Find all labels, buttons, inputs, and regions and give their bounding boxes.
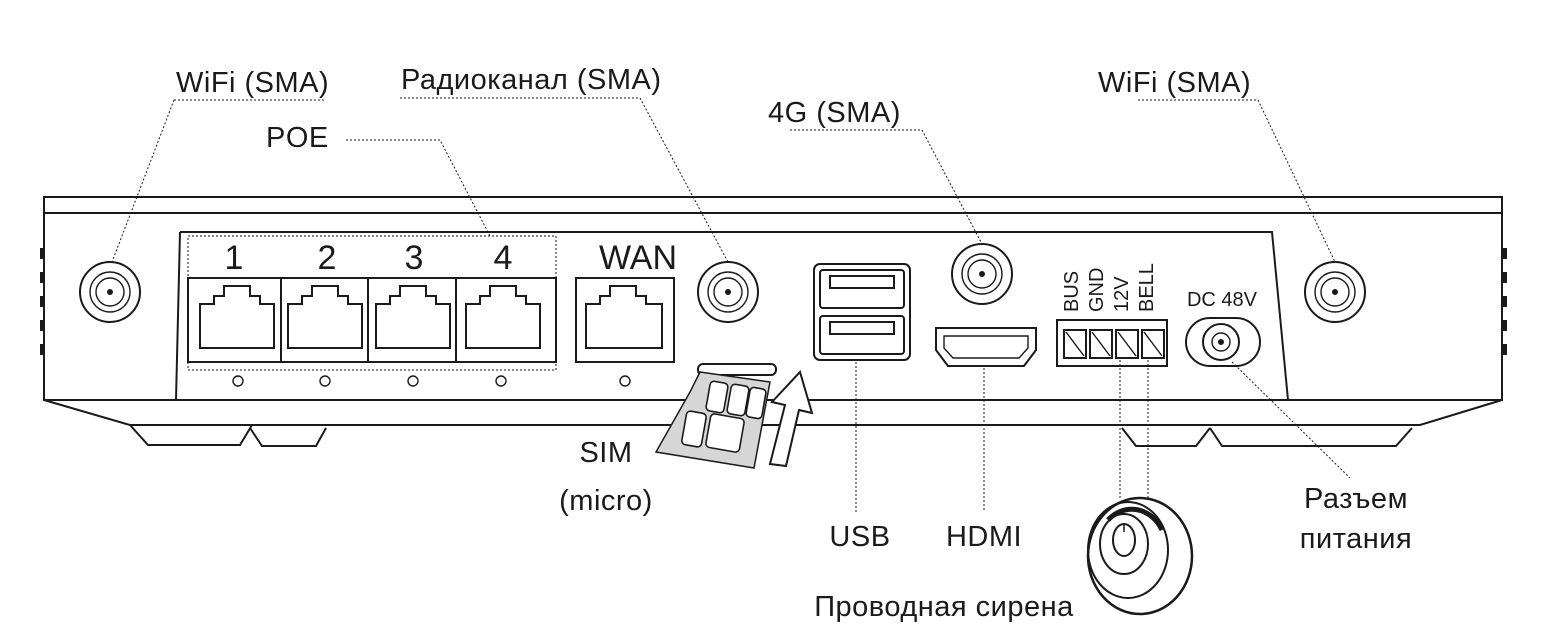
- dc-label: DC 48V: [1187, 289, 1258, 311]
- port-led-1: [232, 375, 244, 387]
- port-number-1: 1: [225, 239, 244, 277]
- port-number-4: 4: [494, 239, 513, 277]
- port-led-2: [319, 375, 331, 387]
- label-sim: SIM: [579, 437, 632, 469]
- sma-connector-radio: [697, 261, 759, 323]
- label-sim-micro: (micro): [559, 485, 653, 517]
- label-power-connector-2: питания: [1300, 523, 1412, 555]
- port-led-4: [495, 375, 507, 387]
- sim-slot: [697, 363, 777, 376]
- rj45-port-3: [375, 285, 451, 349]
- rj45-port-2: [287, 285, 363, 349]
- dc-power-jack: DC 48V: [1185, 289, 1261, 367]
- sma-connector-wifi-right: [1304, 261, 1366, 323]
- rj45-port-4: [465, 285, 541, 349]
- port-number-2: 2: [318, 239, 337, 277]
- wired-siren-icon: [1086, 496, 1194, 616]
- wan-port: WAN: [575, 239, 677, 387]
- label-radio-channel: Радиоканал (SMA): [401, 64, 662, 96]
- label-poe: POE: [266, 122, 329, 154]
- sim-card: [654, 371, 771, 469]
- terminal-label-bell: BELL: [1136, 263, 1158, 312]
- label-wired-siren: Проводная сирена: [814, 591, 1074, 623]
- label-wifi-left: WiFi (SMA): [176, 67, 329, 99]
- rj45-port-1: [199, 285, 275, 349]
- terminal-block: BUS GND 12V BELL: [1056, 263, 1168, 367]
- terminal-label-12v: 12V: [1111, 276, 1133, 312]
- side-vents-right: [1502, 248, 1507, 355]
- port-led-3: [407, 375, 419, 387]
- poe-ports-block: 1 2 3 4: [187, 235, 557, 387]
- sma-connector-wifi-left: [79, 261, 141, 323]
- label-wifi-right: WiFi (SMA): [1098, 67, 1251, 99]
- hdmi-port: [935, 327, 1037, 367]
- label-usb: USB: [829, 521, 890, 553]
- wan-led: [619, 375, 631, 387]
- side-vents-left: [40, 248, 45, 355]
- device-body: [40, 196, 1507, 447]
- insert-arrow-icon: [768, 370, 814, 468]
- terminal-label-bus: BUS: [1061, 271, 1083, 312]
- leader-lines: [111, 97, 1351, 512]
- label-hdmi: HDMI: [946, 521, 1022, 553]
- sma-connector-4g: [951, 243, 1013, 305]
- label-4g: 4G (SMA): [768, 97, 901, 129]
- usb-ports: [813, 263, 911, 361]
- wan-label: WAN: [599, 239, 677, 277]
- port-number-3: 3: [405, 239, 424, 277]
- terminal-label-gnd: GND: [1086, 268, 1108, 312]
- label-power-connector-1: Разъем: [1304, 483, 1408, 515]
